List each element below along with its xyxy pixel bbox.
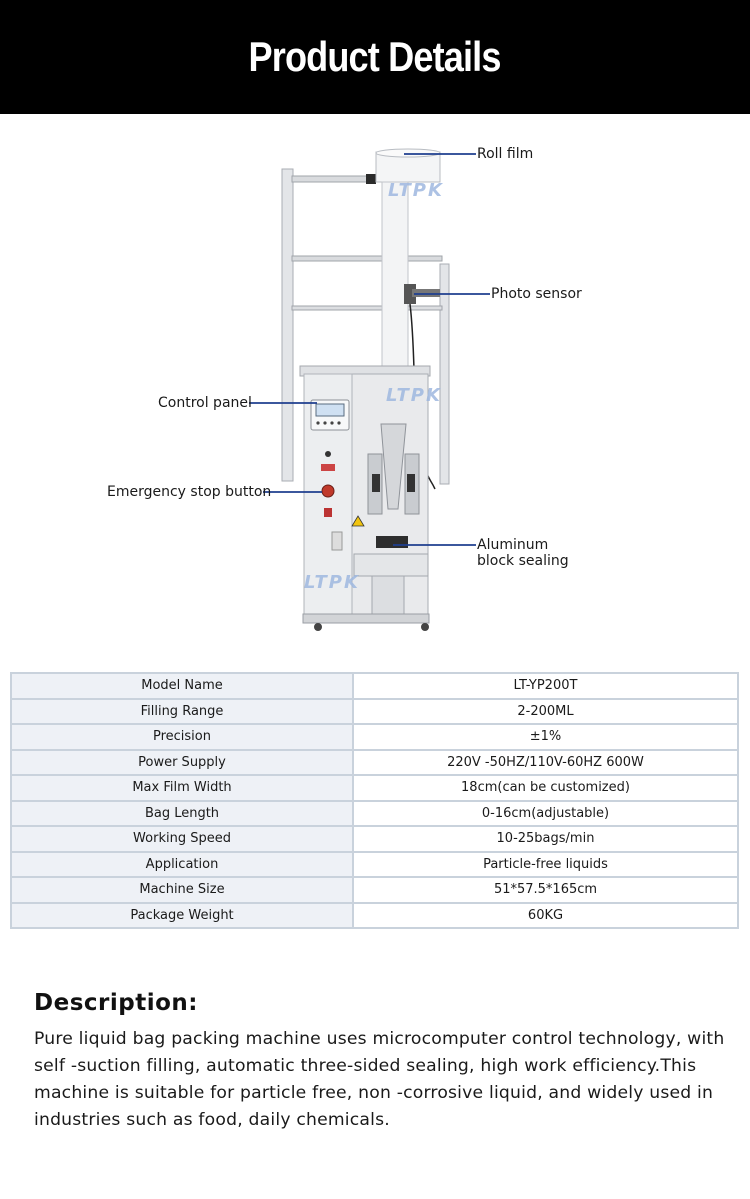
- callout-photo-sensor: Photo sensor: [491, 286, 582, 302]
- description-title: Description:: [34, 990, 198, 1016]
- callout-control-panel: Control panel: [158, 395, 252, 411]
- spec-row: Precision±1%: [10, 723, 739, 751]
- spec-key: Max Film Width: [10, 774, 354, 802]
- machine-illustration: LTPK LTPK LTPK: [249, 148, 490, 631]
- watermark: LTPK LTPK LTPK: [304, 180, 444, 593]
- spec-key: Power Supply: [10, 748, 354, 776]
- callout-lines: [249, 153, 490, 546]
- machine-diagram: LTPK LTPK LTPK Roll film Photo sensor Co…: [0, 114, 750, 659]
- machine-body: [299, 365, 431, 631]
- spec-value: ±1%: [352, 723, 739, 751]
- watermark-text: LTPK: [386, 385, 442, 406]
- callout-roll-film: Roll film: [477, 146, 534, 162]
- spec-value: 220V -50HZ/110V-60HZ 600W: [352, 748, 739, 776]
- spec-key: Filling Range: [10, 697, 354, 725]
- watermark-text: LTPK: [388, 180, 444, 201]
- spec-value: 60KG: [352, 901, 739, 929]
- description-body: Pure liquid bag packing machine uses mic…: [34, 1029, 725, 1130]
- spec-key: Model Name: [10, 672, 354, 700]
- spec-key: Precision: [10, 723, 354, 751]
- spec-key: Working Speed: [10, 825, 354, 853]
- spec-key: Application: [10, 850, 354, 878]
- watermark-text: LTPK: [304, 572, 360, 593]
- callout-aluminum-line2: block sealing: [477, 553, 569, 569]
- roll-film: [375, 148, 441, 378]
- spec-key: Machine Size: [10, 876, 354, 904]
- spec-value: 10-25bags/min: [352, 825, 739, 853]
- spec-value: 2-200ML: [352, 697, 739, 725]
- spec-value: LT-YP200T: [352, 672, 739, 700]
- callout-aluminum-line1: Aluminum: [477, 537, 549, 553]
- spec-key: Package Weight: [10, 901, 354, 929]
- spec-value: 0-16cm(adjustable): [352, 799, 739, 827]
- spec-value: 18cm(can be customized): [352, 774, 739, 802]
- callout-emergency-stop: Emergency stop button: [107, 484, 272, 500]
- page-title: Product Details: [248, 33, 502, 80]
- callout-aluminum-block: Aluminum block sealing: [477, 537, 569, 569]
- spec-value: 51*57.5*165cm: [352, 876, 739, 904]
- machine-frame: [281, 168, 450, 485]
- page-header: Product Details: [0, 0, 750, 114]
- spec-value: Particle-free liquids: [352, 850, 739, 878]
- spec-key: Bag Length: [10, 799, 354, 827]
